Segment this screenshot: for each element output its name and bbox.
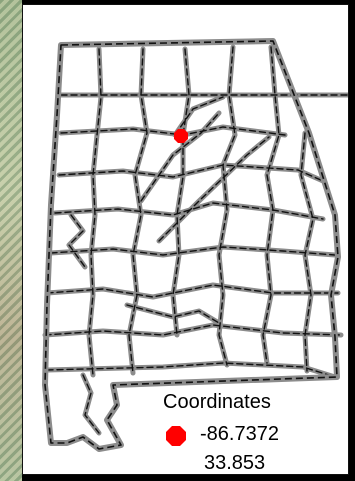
- location-marker-icon[interactable]: [174, 129, 188, 143]
- red-octagon-marker-icon: [166, 426, 186, 446]
- legend-title: Coordinates: [163, 391, 271, 413]
- state-county-map: [42, 38, 348, 452]
- latitude-value: 33.853: [204, 452, 266, 474]
- state-outline-dashes: [44, 40, 339, 450]
- longitude-value: -86.7372: [200, 423, 279, 445]
- county-boundaries: [42, 44, 348, 436]
- map-frame: Coordinates -86.7372 33.853: [22, 4, 349, 475]
- county-boundary-dashes: [44, 46, 348, 434]
- terrain-basemap-strip: [0, 0, 22, 481]
